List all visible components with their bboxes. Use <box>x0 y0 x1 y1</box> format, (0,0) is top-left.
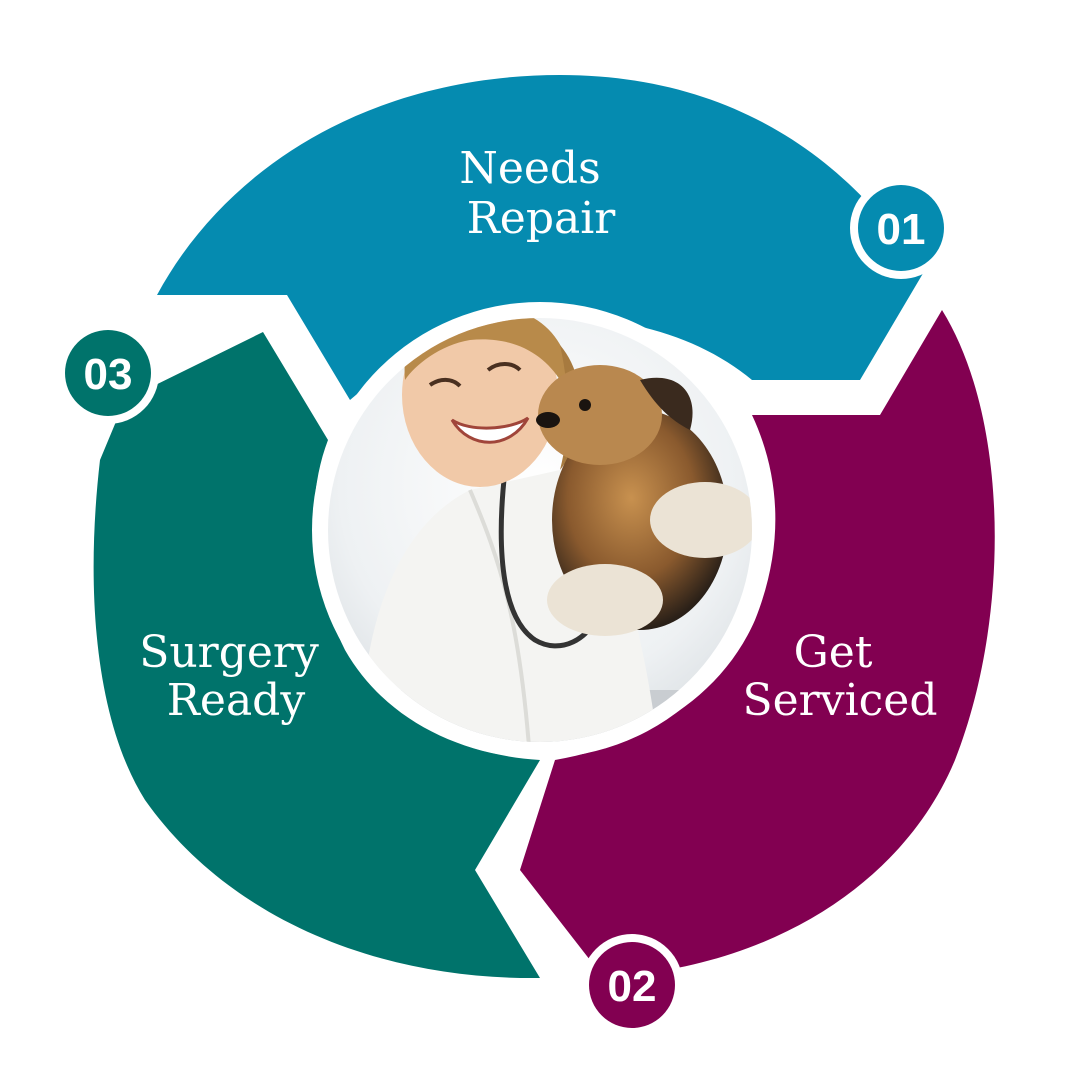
badge-01-number: 01 <box>877 205 926 254</box>
needs-repair-line2: Repair <box>467 193 617 244</box>
get-serviced-label: Get Serviced <box>743 627 938 726</box>
badge-02: 02 <box>581 934 683 1036</box>
surgery-ready-line1: Surgery <box>139 627 319 678</box>
segment-needs-repair <box>157 75 925 400</box>
needs-repair-line1: Needs <box>459 143 600 194</box>
get-serviced-line2: Serviced <box>743 675 938 726</box>
badge-02-number: 02 <box>608 962 657 1011</box>
get-serviced-line1: Get <box>794 627 873 678</box>
surgery-ready-line2: Ready <box>167 675 306 726</box>
segment-get-serviced <box>520 310 995 975</box>
badge-01: 01 <box>850 177 952 279</box>
badge-03-number: 03 <box>84 350 133 399</box>
surgery-ready-label: Surgery Ready <box>139 627 333 726</box>
segment-surgery-ready <box>93 332 540 979</box>
needs-repair-label: Needs Repair <box>459 143 616 244</box>
badge-03: 03 <box>57 322 159 424</box>
